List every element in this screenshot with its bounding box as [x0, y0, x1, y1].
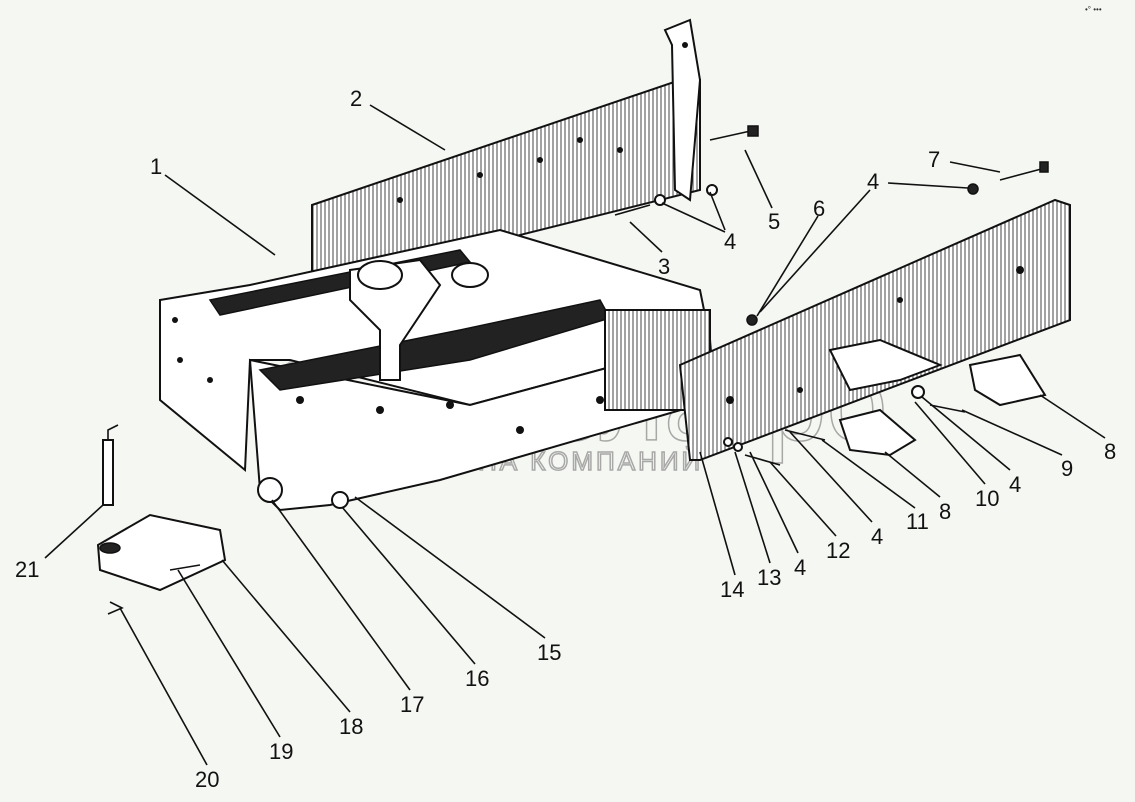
callout-11: 11	[906, 509, 929, 534]
callout-18: 18	[339, 714, 363, 739]
callout-4b: 4	[867, 169, 879, 194]
callout-17: 17	[400, 692, 424, 717]
part-20-cotter-pin	[107, 601, 124, 615]
callout-15: 15	[537, 640, 561, 665]
callout-7: 7	[928, 147, 940, 172]
callouts: 1 2 3 4 5 6 7 4 8 9 4 10 8 11 4 12 4	[15, 86, 1116, 792]
callout-8b: 8	[939, 499, 951, 524]
callout-16: 16	[465, 666, 489, 691]
part-14-side-plate	[678, 198, 1071, 461]
callout-3: 3	[658, 254, 670, 279]
callout-5: 5	[768, 209, 780, 234]
callout-8a: 8	[1104, 439, 1116, 464]
callout-14: 14	[720, 577, 744, 602]
callout-20: 20	[195, 767, 219, 792]
part-1-main-frame	[159, 228, 717, 512]
callout-19: 19	[269, 739, 293, 764]
callout-1: 1	[150, 154, 162, 179]
callout-2: 2	[350, 86, 362, 111]
part-18-hitch	[96, 513, 227, 592]
fasteners	[614, 125, 1049, 466]
callout-12: 12	[826, 538, 850, 563]
callout-10: 10	[975, 486, 999, 511]
callout-4e: 4	[794, 555, 806, 580]
part-8-brackets	[828, 338, 1047, 457]
callout-4d: 4	[871, 524, 883, 549]
part-2-rear-plate	[311, 18, 702, 292]
callout-21: 21	[15, 557, 39, 582]
callout-6: 6	[813, 196, 825, 221]
part-21-pin	[102, 424, 119, 506]
callout-4a: 4	[724, 229, 736, 254]
callout-4c: 4	[1009, 472, 1021, 497]
callout-9: 9	[1061, 456, 1073, 481]
callout-13: 13	[757, 565, 781, 590]
corner-mark: •° •••	[1085, 5, 1102, 14]
